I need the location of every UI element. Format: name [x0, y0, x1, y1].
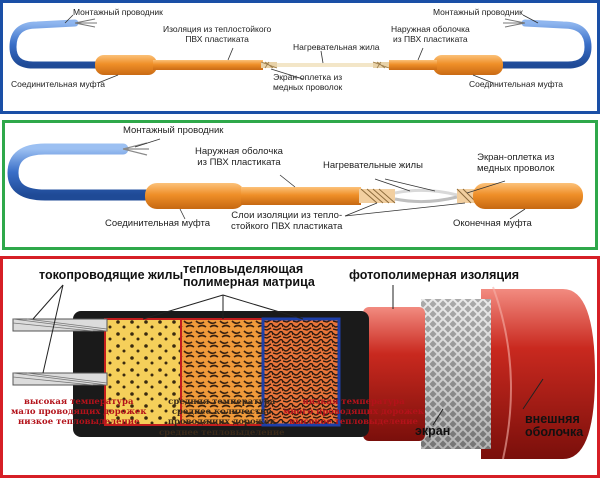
label-end-coupling: Оконечная муфта [453, 218, 532, 229]
panel-single-core-cable: Монтажный проводник Монтажный проводник … [0, 0, 600, 114]
label-heating-wires: Нагревательные жилы [323, 160, 423, 171]
label-zone-high-temp: высокая температура мало проводящих доро… [11, 397, 147, 428]
label-coupling-right: Соединительная муфта [469, 79, 563, 89]
label-insulation: Изоляция из теплостойкого ПВХ пластиката [163, 24, 272, 44]
label-coupling: Соединительная муфта [105, 218, 211, 229]
label-insulation-layers: Слои изоляции из тепло- стойкого ПВХ пла… [231, 210, 343, 232]
label-photopolymer: фотополимерная изоляция [349, 268, 520, 282]
label-conductors: токопроводящие жилы [39, 268, 184, 282]
panel-two-core-cable: Монтажный проводник Наружная оболочка из… [2, 120, 598, 250]
label-screen: Экран-оплетка из медных проволок [273, 72, 343, 92]
label-screen: Экран-оплетка из медных проволок [477, 152, 555, 174]
self-regulating-cable-drawing [12, 284, 595, 460]
label-montazh-left: Монтажный проводник [73, 7, 163, 17]
single-core-cable-drawing [9, 14, 592, 84]
label-zone-low-temp: низкая температура много проводящих доро… [283, 397, 425, 428]
label-heating-matrix: тепловыделяющая полимерная матрица [183, 262, 315, 290]
label-montazh-right: Монтажный проводник [433, 7, 523, 17]
two-core-cable-drawing [7, 138, 583, 220]
label-coupling-left: Соединительная муфта [11, 79, 105, 89]
label-outer-sheath: внешняя оболочка [525, 412, 584, 440]
label-zone-mid-temp: средняя температура среднее количество п… [159, 397, 285, 438]
label-outer-sheath: Наружная оболочка из ПВХ пластиката [195, 146, 283, 168]
label-screen: экран [415, 424, 451, 438]
label-outer-sheath: Наружная оболочка из ПВХ пластиката [391, 24, 470, 44]
label-montazh: Монтажный проводник [123, 125, 224, 136]
label-heating-wire: Нагревательная жила [293, 42, 380, 52]
panel-self-regulating-cable: токопроводящие жилы тепловыделяющая поли… [0, 256, 600, 478]
